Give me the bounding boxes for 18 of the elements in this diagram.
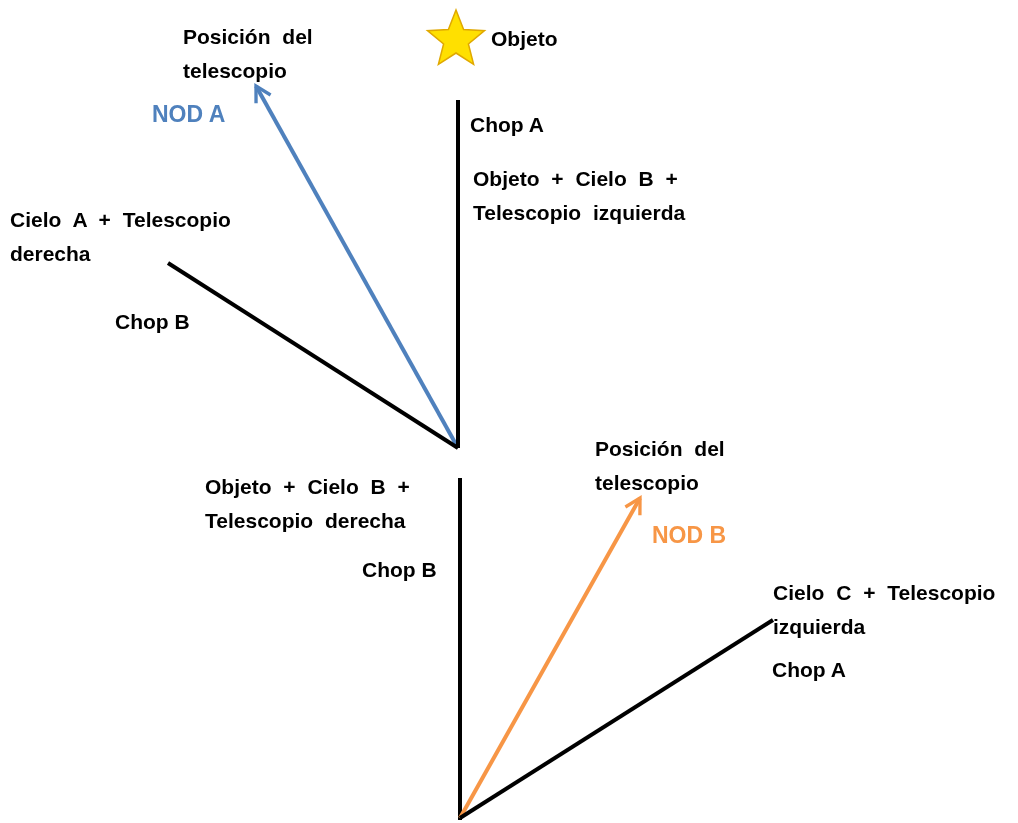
edge-label: NOD A <box>152 100 226 129</box>
object-sky-telescope-label: Objeto + Cielo B + Telescopio derecha <box>205 470 460 538</box>
edge-label: Chop A <box>772 657 846 683</box>
telescope-position-label: Posición del telescopio <box>183 20 343 86</box>
arrow <box>458 496 642 819</box>
edge-label: Chop B <box>115 309 190 335</box>
edge-label: Chop B <box>362 557 437 583</box>
sky-telescope-label: Cielo A + Telescopio derecha <box>10 203 260 263</box>
chop-line <box>458 618 775 820</box>
beam-content-label: Objeto + Cielo B + Telescopio izquierda <box>473 166 687 226</box>
object-label: Objeto <box>491 26 558 52</box>
chop-line <box>456 100 460 448</box>
chop-line <box>458 478 462 820</box>
edge-label: Chop A <box>470 112 544 138</box>
chop-line <box>166 261 460 450</box>
edge-label: NOD B <box>652 521 727 550</box>
telescope-position-label: Posición del telescopio <box>595 432 745 498</box>
sky-telescope-label: Cielo C + Telescopio izquierda <box>773 576 1018 644</box>
